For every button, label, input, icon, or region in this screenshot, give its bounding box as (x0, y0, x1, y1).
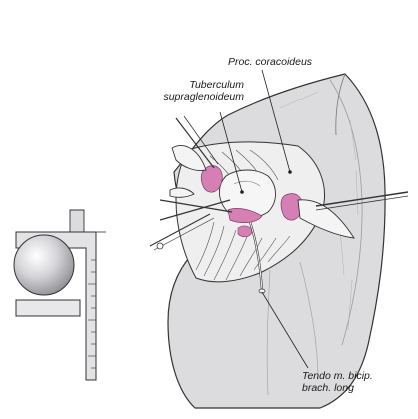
label-tendo-line1: Tendo m. bicip. (302, 370, 373, 382)
left-instruments (149, 115, 233, 251)
surgical-incision (175, 141, 326, 294)
caliper-with-ball (13, 209, 106, 381)
label-tuberculum-line2: supraglenoideum (163, 91, 244, 103)
label-tendo-line2: brach. long (302, 382, 354, 394)
label-tuberculum-supraglenoideum: Tuberculum supraglenoideum (150, 79, 244, 103)
sphere-gauge (13, 234, 75, 296)
label-tendo-biceps: Tendo m. bicip. brach. long (302, 370, 373, 394)
leader-lines (219, 69, 309, 369)
right-retractor (297, 191, 409, 239)
label-tuberculum-line1: Tuberculum (189, 79, 244, 91)
label-proc-coracoideus: Proc. coracoideus (228, 56, 313, 68)
